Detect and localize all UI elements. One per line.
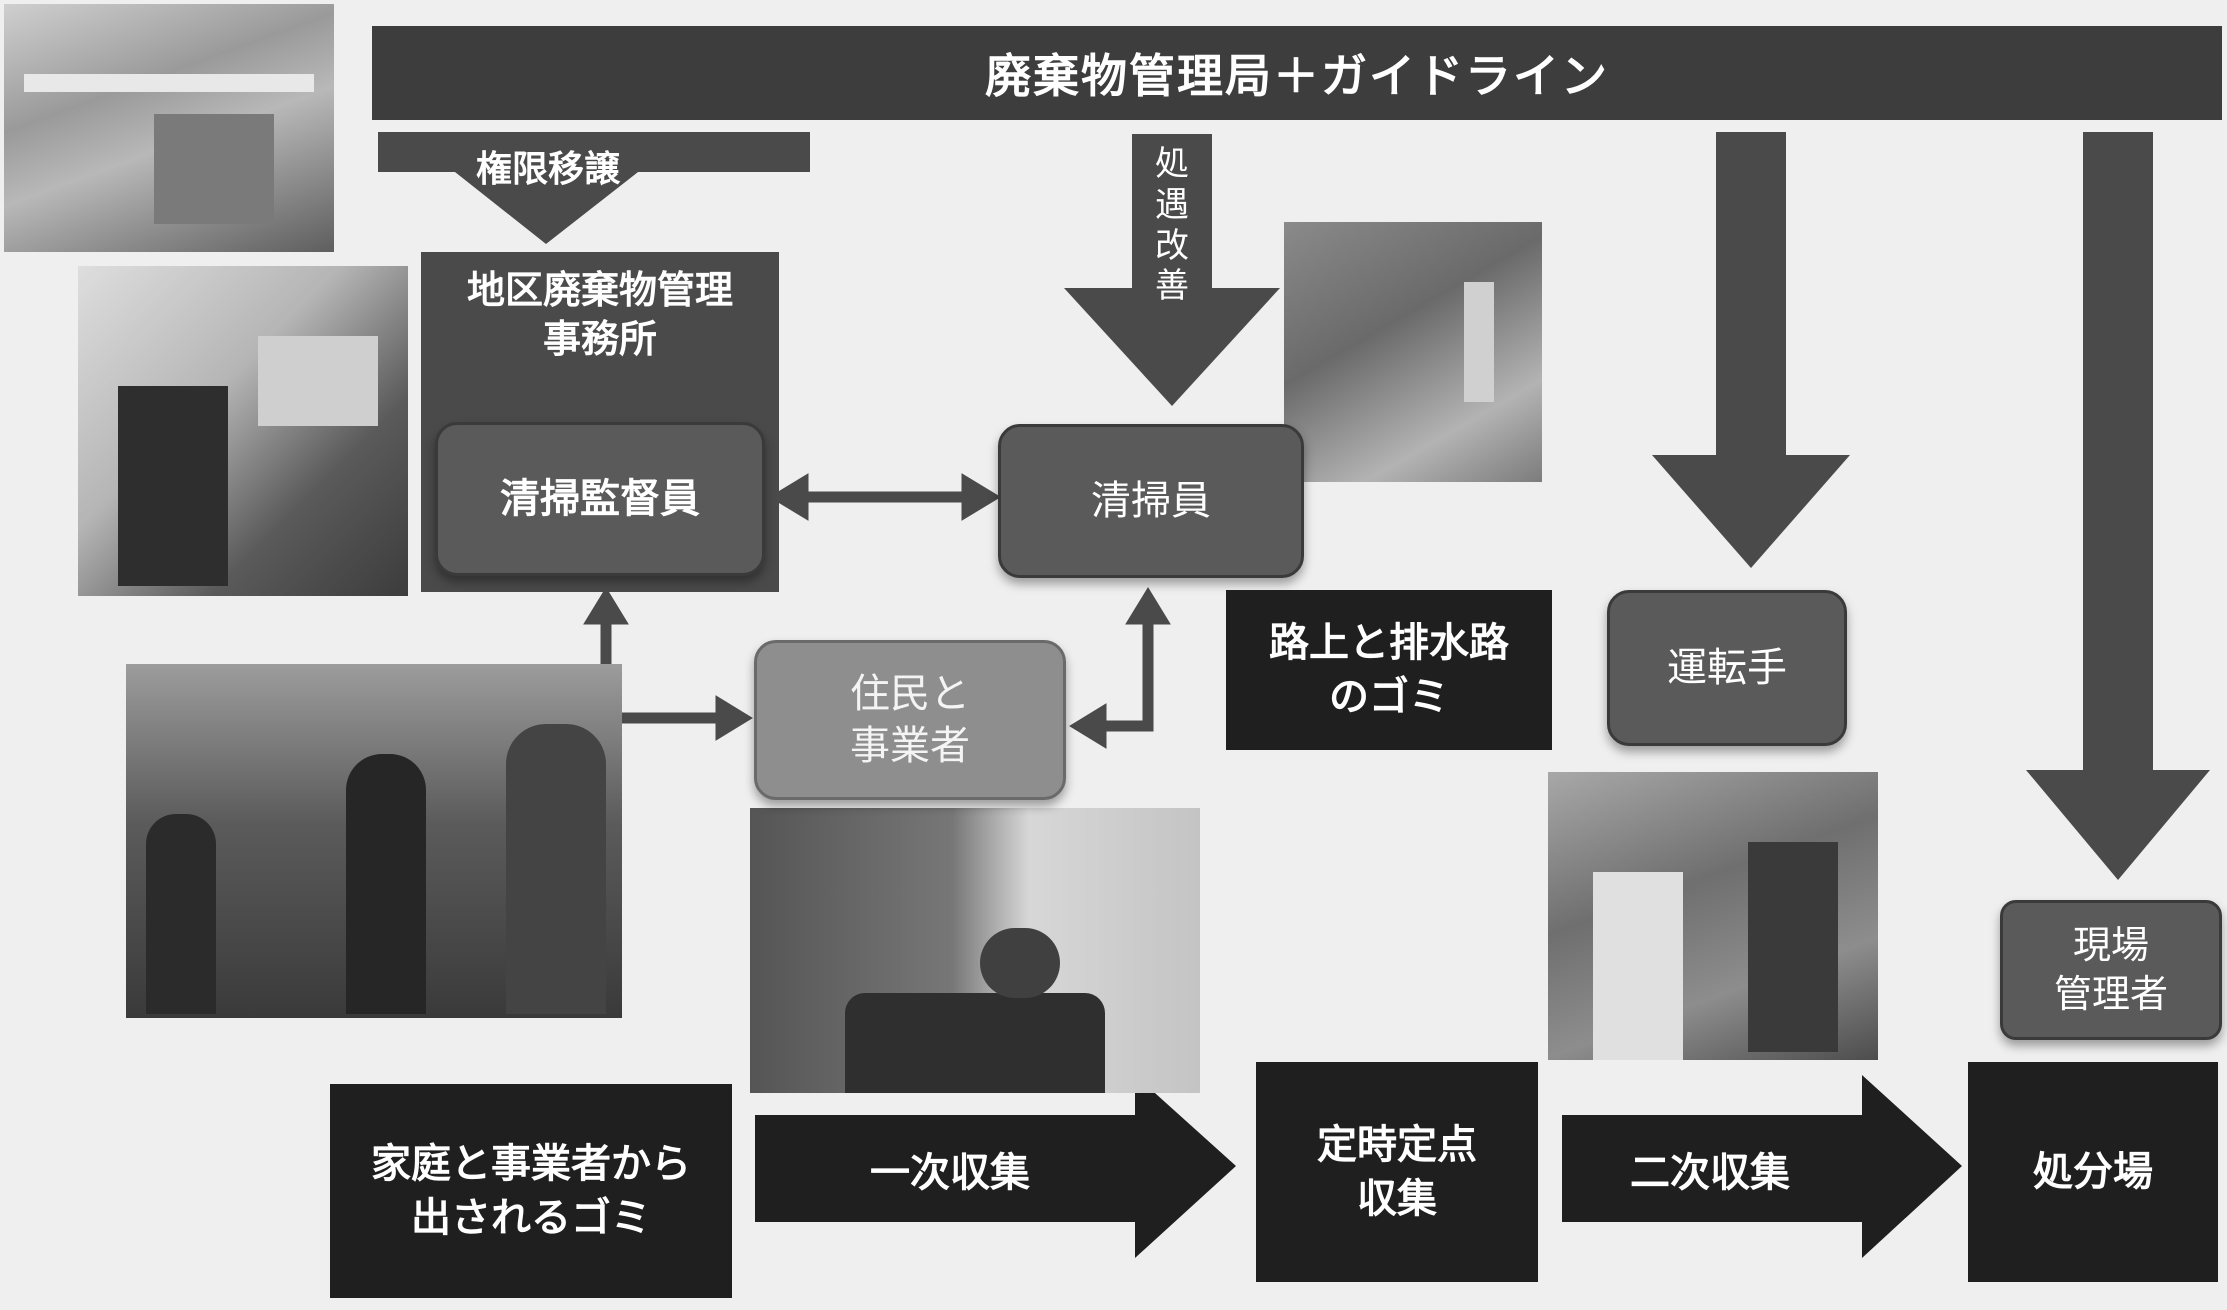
household-waste-line2: 出されるゴミ <box>411 1195 651 1241</box>
supervisor-sweeper-link <box>769 473 1001 521</box>
disposal-site-box: 処分場 <box>1968 1062 2218 1282</box>
driver-label: 運転手 <box>1667 645 1787 691</box>
truck-loading-photo <box>1548 772 1878 1060</box>
supervisor-node[interactable]: 清掃監督員 <box>435 422 765 576</box>
district-office-title: 地区廃棄物管理 事務所 <box>421 266 779 365</box>
site-manager-node[interactable]: 現場 管理者 <box>2000 900 2222 1040</box>
banner-text: 廃棄物管理局＋ガイドライン <box>985 49 1609 103</box>
street-waste-line2: のゴミ <box>1329 674 1449 720</box>
fixed-point-line2: 収集 <box>1357 1176 1437 1222</box>
sweeper-node[interactable]: 清掃員 <box>998 424 1304 578</box>
secondary-collection-arrow <box>1562 1075 1962 1258</box>
authority-arrow <box>378 132 810 244</box>
bin-collection-photo <box>750 808 1200 1093</box>
residents-label-line2: 事業者 <box>850 723 970 769</box>
residents-node[interactable]: 住民と 事業者 <box>754 640 1066 800</box>
primary-collection-arrow <box>755 1075 1236 1258</box>
treatment-arrow <box>1064 134 1280 406</box>
site-manager-label-line2: 管理者 <box>2053 972 2168 1016</box>
authority-arrow-label: 権限移譲 <box>475 149 620 190</box>
sweeper-label: 清掃員 <box>1091 478 1211 524</box>
disposal-site-label: 処分場 <box>2033 1149 2153 1195</box>
driver-node[interactable]: 運転手 <box>1607 590 1847 746</box>
site-manager-label-line1: 現場 <box>2072 922 2149 967</box>
residents-sweeper-link <box>1069 587 1171 749</box>
office-interior-photo <box>4 4 334 252</box>
driver-arrow <box>1652 132 1850 568</box>
district-office-title-line1: 地区廃棄物管理 <box>466 268 733 312</box>
treatment-char-1: 処 <box>1155 144 1189 184</box>
fixed-point-collection-box: 定時定点 収集 <box>1256 1062 1538 1282</box>
household-waste-box: 家庭と事業者から 出されるゴミ <box>330 1084 732 1298</box>
waste-management-bureau-banner: 廃棄物管理局＋ガイドライン <box>372 26 2222 120</box>
street-sweeper-photo <box>1284 222 1542 482</box>
community-meeting-photo <box>126 664 622 1018</box>
site-manager-arrow <box>2026 132 2210 880</box>
street-drain-waste-box: 路上と排水路 のゴミ <box>1226 590 1552 750</box>
district-office-box: 地区廃棄物管理 事務所 清掃監督員 <box>421 252 779 592</box>
treatment-char-2: 遇 <box>1155 184 1189 225</box>
treatment-char-3: 改 <box>1155 225 1189 266</box>
household-waste-line1: 家庭と事業者から <box>371 1141 691 1187</box>
fixed-point-line1: 定時定点 <box>1317 1122 1477 1168</box>
office-building-photo <box>78 266 408 596</box>
residents-label-line1: 住民と <box>850 671 970 717</box>
district-office-title-line2: 事務所 <box>542 317 657 362</box>
secondary-collection-label: 二次収集 <box>1630 1150 1790 1196</box>
supervisor-label: 清掃監督員 <box>500 476 700 522</box>
street-waste-line1: 路上と排水路 <box>1269 620 1509 666</box>
treatment-char-4: 善 <box>1155 266 1189 307</box>
primary-collection-label: 一次収集 <box>870 1150 1030 1196</box>
treatment-arrow-label: 処 遇 改 善 <box>1152 144 1192 307</box>
